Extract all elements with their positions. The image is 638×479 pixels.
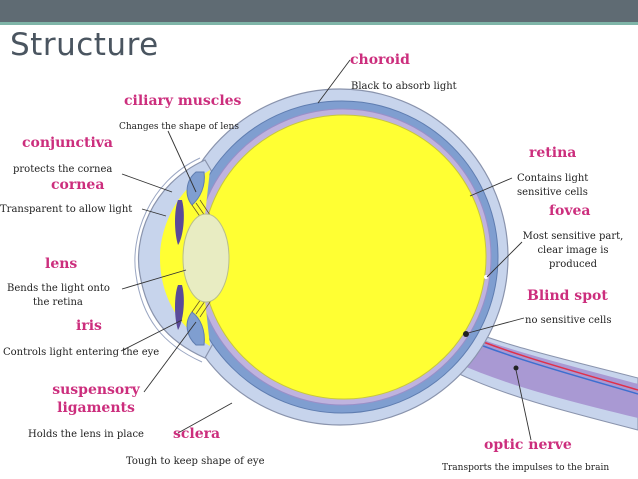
desc-choroid: Black to absorb light bbox=[351, 81, 457, 92]
leader-lines bbox=[120, 59, 532, 441]
desc-fovea-line2: clear image is bbox=[537, 245, 609, 256]
desc-ciliary-muscles: Changes the shape of lens bbox=[119, 122, 239, 132]
label-sclera: sclera bbox=[173, 426, 221, 442]
label-iris: iris bbox=[76, 318, 102, 334]
desc-blind-spot: no sensitive cells bbox=[525, 315, 612, 326]
label-cornea: cornea bbox=[51, 177, 105, 193]
label-choroid: choroid bbox=[350, 52, 410, 68]
desc-sclera: Tough to keep shape of eye bbox=[126, 456, 265, 467]
label-optic-nerve: optic nerve bbox=[484, 437, 572, 453]
desc-iris: Controls light entering the eye bbox=[3, 347, 160, 358]
conjunctiva-outline bbox=[134, 157, 203, 363]
iris-top bbox=[175, 200, 184, 245]
desc-conjunctiva: protects the cornea bbox=[13, 164, 113, 175]
lens-shape bbox=[182, 213, 230, 303]
slide-top-bar bbox=[0, 0, 638, 22]
label-fovea: fovea bbox=[549, 203, 591, 219]
desc-fovea-line1: Most sensitive part, bbox=[522, 231, 624, 242]
optic-nerve-inner bbox=[452, 328, 638, 418]
label-ciliary-muscles: ciliary muscles bbox=[124, 93, 242, 109]
label-lens: lens bbox=[45, 256, 78, 272]
slide-title: Structure bbox=[10, 27, 159, 63]
desc-retina-line2: sensitive cells bbox=[517, 187, 588, 198]
desc-cornea: Transparent to allow light bbox=[0, 204, 133, 215]
label-retina: retina bbox=[529, 145, 577, 161]
desc-suspensory: Holds the lens in place bbox=[28, 429, 144, 440]
label-suspensory-line1: suspensory bbox=[52, 382, 140, 398]
ciliary-body-top bbox=[186, 171, 205, 206]
desc-retina-line1: Contains light bbox=[517, 173, 589, 184]
desc-lens-line2: the retina bbox=[33, 297, 83, 308]
fovea-dot bbox=[484, 275, 488, 279]
slide-accent-line bbox=[0, 22, 638, 25]
vitreous-humour bbox=[201, 114, 487, 400]
desc-lens-line1: Bends the light onto bbox=[7, 283, 110, 294]
iris-bottom bbox=[175, 285, 184, 330]
desc-fovea-line3: produced bbox=[549, 259, 597, 270]
blind-spot-dot bbox=[463, 331, 469, 337]
desc-optic-nerve: Transports the impulses to the brain bbox=[442, 463, 610, 473]
label-conjunctiva: conjunctiva bbox=[22, 135, 113, 151]
label-blind-spot: Blind spot bbox=[527, 288, 608, 304]
label-suspensory-line2: ligaments bbox=[57, 400, 135, 416]
ciliary-body-bottom bbox=[186, 311, 205, 346]
optic-nerve-dot bbox=[513, 365, 519, 371]
